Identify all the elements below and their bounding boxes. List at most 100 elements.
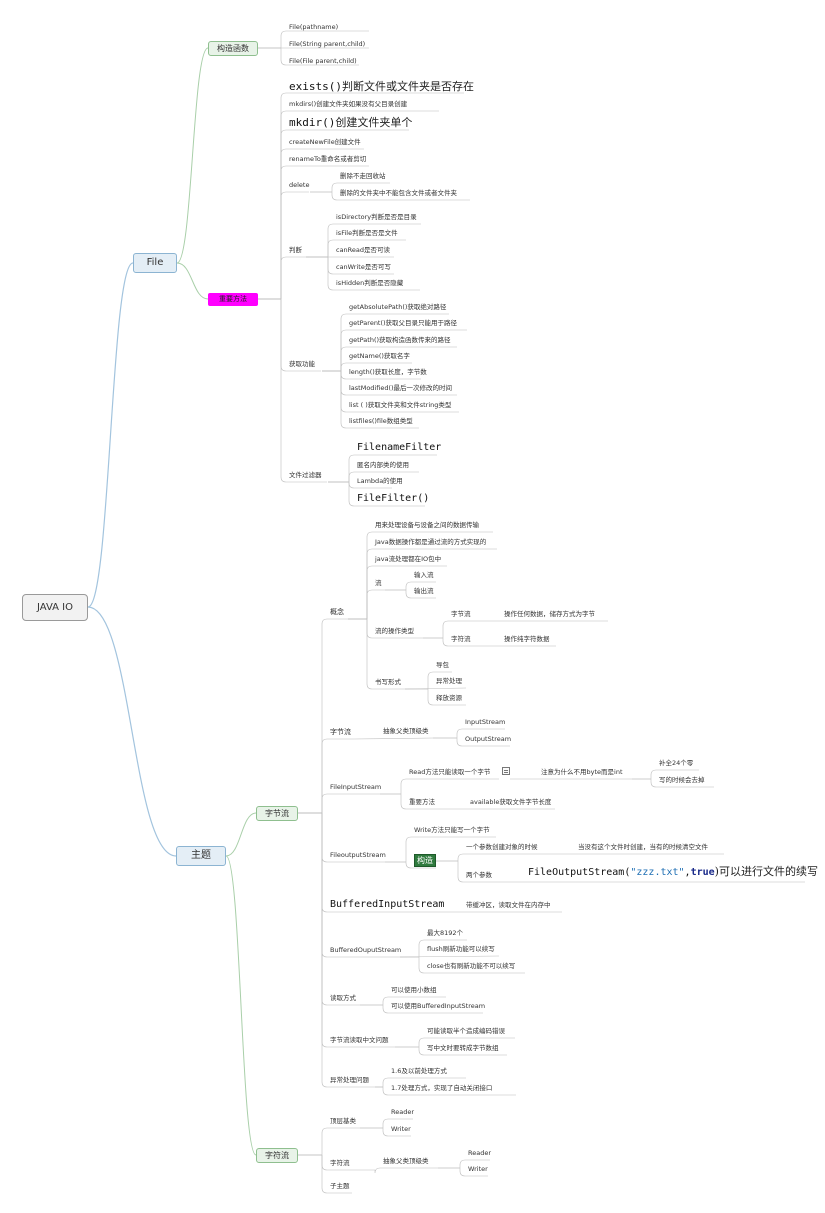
connector: [427, 689, 466, 706]
filenamefilter-item: FilenameFilter: [357, 442, 442, 453]
connector: [280, 256, 309, 299]
connector: [225, 855, 257, 1156]
connector: [405, 862, 436, 869]
connector: [327, 223, 421, 257]
judge-item: isDirectory判断是否是目录: [336, 213, 417, 221]
exception-item: 1.6及以前处理方式: [391, 1067, 447, 1075]
connector: [456, 738, 510, 747]
bos-item: 最大8192个: [427, 929, 464, 937]
connector: [280, 48, 359, 66]
connector: [280, 110, 439, 299]
connector: [321, 1127, 360, 1155]
char-abstract-node: 抽象父类顶级类: [383, 1157, 429, 1165]
getter-item: getAbsolutePath()获取绝对路径: [349, 303, 447, 311]
connector: [321, 738, 354, 813]
connector: [442, 638, 476, 647]
delete-item: 删除不走回收站: [340, 172, 386, 180]
one-param-node: 一个参数创建对象的时候: [466, 843, 538, 851]
char-class-item: Writer: [468, 1165, 488, 1173]
connector: [348, 471, 419, 482]
connector: [327, 257, 420, 291]
connector: [280, 191, 309, 299]
ctor-item: File(File parent,child): [289, 57, 357, 65]
byte-stream-node[interactable]: 字节流: [256, 806, 298, 821]
connector: [280, 299, 327, 483]
chinese-issue-node: 字节流读取中文问题: [330, 1036, 389, 1044]
connector: [442, 620, 476, 638]
connector: [400, 778, 499, 794]
getter-item: list ( )获取文件夹和文件string类型: [349, 401, 452, 409]
connector: [382, 996, 446, 1005]
connector: [340, 346, 457, 371]
connector: [366, 589, 385, 619]
connector: [405, 590, 436, 599]
connector: [366, 565, 447, 619]
connector: [382, 1077, 466, 1087]
two-param-code: FileOutputStream("zzz.txt",true)可以进行文件的续…: [528, 864, 818, 880]
connector: [340, 371, 419, 429]
getter-item: listfiles()file数组类型: [349, 417, 413, 425]
connector: [331, 192, 470, 201]
char-type-node: 字符流: [451, 635, 471, 643]
exception-node: 异常处理问题: [330, 1076, 369, 1084]
concept-item: Java数据操作都是通过流的方式实现的: [375, 538, 487, 546]
fis-important-node: 重要方法: [409, 798, 435, 806]
judge-item: isFile判断是否是文件: [336, 229, 398, 237]
renameto-method: renameTo重命名或者剪切: [289, 155, 367, 163]
getter-item: getPath()获取构造函数传来的路径: [349, 336, 451, 344]
topic-node[interactable]: 主题: [176, 846, 226, 866]
connector: [405, 581, 436, 590]
chinese-item: 写中文时要转成字节数组: [427, 1044, 499, 1052]
note-icon[interactable]: [502, 767, 510, 775]
read-method-node: Read方法只能读取一个字节: [409, 768, 491, 776]
important-methods-node[interactable]: 重要方法: [208, 293, 258, 306]
judge-item: canWrite是否可写: [336, 263, 391, 271]
anon-class-item: 匿名内部类的使用: [357, 461, 409, 469]
judge-node: 判断: [289, 246, 302, 254]
stream-class-item: InputStream: [465, 718, 506, 726]
lambda-item: Lambda的使用: [357, 477, 403, 485]
available-item: available获取文件字节长度: [470, 798, 552, 806]
constructors-node[interactable]: 构造函数: [208, 41, 258, 56]
connector: [650, 769, 699, 779]
top-base-item: Writer: [391, 1125, 411, 1133]
bytestream-sub-node: 字节流: [330, 728, 351, 736]
why-int-item: 补全24个零: [659, 759, 694, 767]
root-node[interactable]: JAVA IO: [22, 594, 88, 621]
getters-node: 获取功能: [289, 360, 315, 368]
ctor-item: File(String parent,child): [289, 40, 366, 48]
connector: [348, 482, 425, 507]
getter-item: lastModified()最后一次修改的时间: [349, 384, 453, 392]
char-stream-node[interactable]: 字符流: [256, 1148, 298, 1163]
filefilter-item: FileFilter(): [357, 493, 430, 504]
flow-node: 流: [375, 579, 382, 587]
connector: [366, 548, 497, 619]
top-base-node: 顶层基类: [330, 1117, 356, 1125]
constructor-node[interactable]: 构造: [414, 854, 436, 867]
char-class-item: Reader: [468, 1149, 492, 1157]
connector: [418, 939, 467, 957]
file-node[interactable]: File: [133, 253, 177, 273]
connector: [87, 606, 177, 857]
writing-item: 释放资源: [436, 694, 462, 702]
connector: [340, 313, 449, 371]
connector: [280, 30, 369, 48]
getter-item: length()获取长度，字节数: [349, 368, 427, 376]
connector: [331, 182, 390, 192]
connector: [366, 619, 405, 690]
top-base-item: Reader: [391, 1108, 415, 1116]
op-types-node: 流的操作类型: [375, 627, 414, 635]
connector: [321, 813, 375, 1088]
why-int-item: 写的时候会去掉: [659, 776, 705, 784]
concept-node: 概念: [330, 608, 344, 616]
connector: [340, 329, 467, 371]
byte-type-desc: 操作任何数据，储存方式为字节: [504, 610, 595, 618]
connector: [459, 1159, 490, 1168]
read-way-node: 读取方式: [330, 994, 356, 1002]
read-way-item: 可以使用小数组: [391, 986, 437, 994]
connector: [87, 262, 134, 608]
connector: [225, 812, 257, 857]
connector: [418, 957, 525, 974]
getter-item: getParent()获取父目录只能用于路径: [349, 319, 458, 327]
